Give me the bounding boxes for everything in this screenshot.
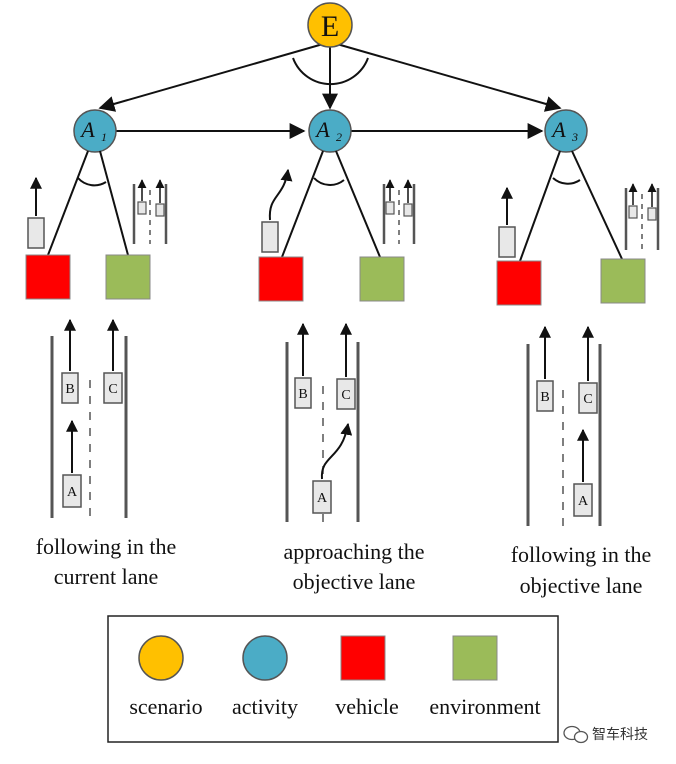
environment-node-3 <box>600 258 646 304</box>
activity-node-2: A 2 <box>308 109 352 153</box>
vehicle-c-label-2: C <box>341 388 350 403</box>
activity-2-sub: 2 <box>336 130 342 144</box>
activity-node-1: A 1 <box>73 109 117 153</box>
activity-3-sub: 3 <box>571 130 578 144</box>
vehicle-a-3 <box>573 483 593 517</box>
and-arc-a2 <box>313 177 345 186</box>
activity-1-sub: 1 <box>101 130 107 144</box>
legend-activity-label: activity <box>232 694 298 719</box>
environment-icon-3 <box>624 183 660 250</box>
activity-1-letter: A <box>79 117 95 142</box>
activity-2-letter: A <box>314 117 330 142</box>
svg-text:A: A <box>79 117 95 142</box>
legend-vehicle-swatch <box>340 635 386 681</box>
edge-e-a3 <box>329 41 562 112</box>
environment-icon-2 <box>382 179 416 244</box>
and-arc-a3 <box>552 177 581 185</box>
environment-icon-1 <box>132 179 168 244</box>
activity-1-branch <box>25 150 168 300</box>
vehicle-icon-1 <box>27 176 45 249</box>
vehicle-b-label-3: B <box>540 390 549 405</box>
legend: scenario activity vehicle environment <box>107 615 559 743</box>
legend-vehicle-label: vehicle <box>335 694 399 719</box>
edge-e-a1 <box>98 41 331 112</box>
and-arc-root <box>292 57 369 85</box>
vehicle-c-2 <box>336 378 356 410</box>
scenario-node <box>307 2 353 48</box>
captions: following in the current lane approachin… <box>36 534 652 598</box>
vehicle-b-label-1: B <box>65 382 74 397</box>
caption-1-line-2: current lane <box>54 564 158 589</box>
vehicle-b-3 <box>536 380 554 412</box>
activity-3-letter: A <box>550 117 566 142</box>
vehicle-node-2 <box>258 256 304 302</box>
vehicle-c-label-3: C <box>583 392 592 407</box>
vehicle-icon-2 <box>261 168 293 253</box>
wechat-icon <box>563 725 589 744</box>
activity-2-branch <box>258 150 416 302</box>
caption-2-line-1: approaching the <box>283 539 424 564</box>
road-scene-3: B C A <box>526 325 602 526</box>
vehicle-b-2 <box>294 377 312 409</box>
vehicle-c-3 <box>578 382 598 414</box>
road-scene-2: B C A <box>285 322 360 522</box>
scenario-node-label: E <box>321 10 339 43</box>
legend-scenario-label: scenario <box>129 694 202 719</box>
caption-1-line-1: following in the <box>36 534 177 559</box>
watermark: 智车科技 <box>563 725 648 744</box>
top-hierarchy: E A 1 A 2 A 3 <box>73 2 588 153</box>
legend-environment-label: environment <box>429 694 540 719</box>
legend-environment-swatch <box>452 635 498 681</box>
vehicle-a-1 <box>62 474 82 508</box>
vehicle-a-2 <box>312 480 332 514</box>
caption-3-line-2: objective lane <box>520 573 643 598</box>
environment-node-2 <box>359 256 405 302</box>
svg-text:A: A <box>550 117 566 142</box>
watermark-text: 智车科技 <box>592 726 648 743</box>
vehicle-a-label-1: A <box>67 485 78 500</box>
and-arc-a1 <box>77 177 107 187</box>
vehicle-node-3 <box>496 260 542 306</box>
vehicle-c-1 <box>103 372 123 404</box>
caption-3-line-1: following in the <box>511 542 652 567</box>
legend-activity-swatch <box>242 635 288 681</box>
caption-2-line-2: objective lane <box>293 569 416 594</box>
activity-node-3: A 3 <box>544 109 588 153</box>
road-scene-1: B C A <box>50 318 128 518</box>
vehicle-c-label-1: C <box>108 382 117 397</box>
vehicle-node-1 <box>25 254 71 300</box>
environment-node-1 <box>105 254 151 300</box>
vehicle-b-1 <box>61 372 79 404</box>
vehicle-icon-3 <box>498 186 516 258</box>
vehicle-a-label-2: A <box>317 491 328 506</box>
legend-scenario-swatch <box>138 635 184 681</box>
vehicle-b-label-2: B <box>298 387 307 402</box>
svg-text:A: A <box>314 117 330 142</box>
activity-3-branch <box>496 150 660 306</box>
vehicle-a-label-3: A <box>578 494 589 509</box>
